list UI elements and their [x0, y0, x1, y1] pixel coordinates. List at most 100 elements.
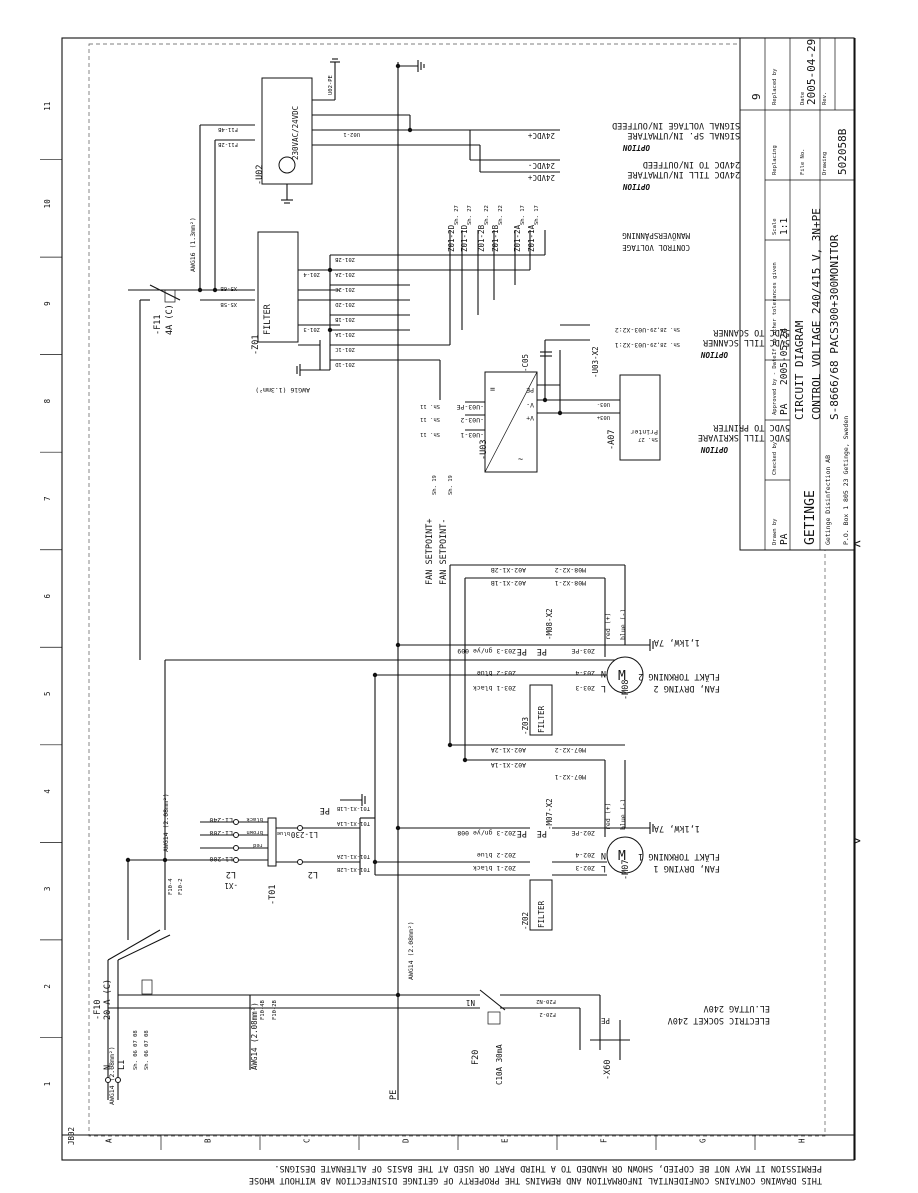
x5-6b: X5-6B	[220, 285, 237, 291]
u03-v-plus: V+	[526, 414, 534, 422]
supply-section: PE AWG14 (2.08mm²) AWG14 (2.08mm²) L1 Sh…	[67, 60, 620, 1145]
z01-1d: Z01-1D	[460, 224, 469, 252]
grid-column-2: 2	[43, 984, 52, 989]
z03-4: Z03-4	[575, 669, 595, 677]
z01-2d: Z01-2D	[447, 224, 456, 252]
sh17-a: Sh. 17	[520, 205, 526, 225]
f10-2b-wire: F10-2B	[272, 999, 278, 1020]
grid-row-C: C	[303, 1138, 312, 1143]
m07-label: -M07	[621, 860, 631, 880]
z01-2c-row: Z01-2C	[335, 286, 355, 292]
u03-x2-label: -U03-X2	[591, 346, 600, 378]
t01-x1-l1a: T01-X1-L1A	[336, 820, 370, 826]
f11-label: -F11	[153, 315, 163, 335]
awg-f11-label: AWG16 (1.3mm²)	[189, 217, 197, 272]
scanner-en: 5VDC TO SCANNER	[712, 327, 790, 337]
m07-x2-2: M07-X2-2	[555, 746, 586, 754]
notice-line-1: THIS DRAWING CONTAINS CONFIDENTIAL INFOR…	[249, 1175, 822, 1185]
grid-column-8: 8	[43, 398, 52, 403]
red-plus-1: red (+)	[604, 803, 612, 830]
u02-power-supply: F11-4B F11-2B U02-1 24VDC+ 24VDC- 24VDC+…	[217, 58, 740, 204]
m08-x2-2: M08-X2-2	[555, 566, 586, 574]
fan1-power: 1,1kW, 7A	[654, 823, 700, 833]
filter-z02: FILTER	[537, 900, 546, 928]
z02-3: Z02-3	[575, 864, 595, 872]
pe-label: PE	[389, 1090, 399, 1100]
n-sheet-ref: Sh. 06 07 08	[144, 1030, 150, 1070]
grid-row-B: B	[204, 1138, 213, 1143]
pe-z03-a: PE	[537, 646, 547, 656]
awg-z01-label: AWG16 (1.3mm²)	[255, 386, 310, 394]
z02-1-black: Z02-1 black	[473, 864, 516, 872]
u03-v-minus: V-	[526, 401, 534, 409]
x60-label: -X60	[603, 1060, 613, 1080]
wire-brown: brown	[246, 829, 263, 835]
sh17-b: Sh. 17	[534, 205, 540, 225]
svg-text:M: M	[618, 669, 626, 684]
fan2-en: FAN, DRYING 2	[653, 683, 720, 693]
sheet-number: 9	[750, 93, 763, 100]
u03-plus: U03+	[596, 414, 610, 420]
grid-row-G: G	[699, 1138, 708, 1143]
z01-2d-row: Z01-2D	[335, 301, 355, 307]
m08-n: N	[601, 668, 606, 678]
fan-m08: M Z03-1 black Z03-2 blue Z03-3 gn/ye 009…	[398, 475, 720, 760]
z02-3-grnye: Z02-3 gn/ye 008	[457, 829, 516, 837]
title-line-3: S-8666/68 PACS300+300MONITOR	[828, 234, 841, 420]
pe-z03-b: PE	[517, 646, 527, 656]
x1-label: -X1	[224, 881, 238, 890]
z01-1b-row: Z01-1B	[334, 316, 355, 322]
svg-text:~: ~	[518, 455, 523, 465]
sh27-b: Sh. 27	[467, 205, 473, 225]
u03-1-wire: -U03-1	[460, 431, 484, 439]
sh19-a: Sh. 19	[432, 475, 438, 495]
z02-pe: Z02-PE	[571, 829, 595, 837]
printer-sv: 5VDC TILL SKRIVARE	[698, 432, 790, 442]
z01-2a: Z01-2A	[513, 224, 522, 252]
x5-5b: X5-5B	[220, 301, 237, 307]
sh11-a: Sh. 11	[420, 403, 440, 409]
grid-row-F: F	[600, 1138, 609, 1143]
z03-label: -Z03	[521, 717, 530, 735]
grid-column-5: 5	[43, 692, 52, 697]
f20-rating: C10A 30mA	[495, 1044, 504, 1085]
z02-label: -Z02	[521, 912, 530, 930]
tolerance-label: If no other tolerances given	[772, 262, 778, 355]
v24-plus-in: 24VDC+	[527, 173, 555, 182]
v24-en: 24VDC TO IN/OUTFEED	[643, 159, 740, 169]
z01-2b-row: Z01-2B	[334, 256, 355, 262]
u03-x2-2: -U03-X2:2	[615, 326, 650, 334]
option-v24: OPTION	[622, 182, 650, 191]
z01-label: -Z01	[251, 335, 261, 355]
grid-column-11: 11	[43, 102, 52, 111]
confidential-notice: THIS DRAWING CONTAINS CONFIDENTIAL INFOR…	[249, 1163, 822, 1185]
m08-label: -M08	[621, 680, 631, 700]
l1-208: L1-208	[209, 829, 233, 837]
drawing-number: 502058B	[836, 128, 849, 175]
date-label: Date	[800, 92, 806, 105]
notice-line-2: PERMISSION IT MAY NOT BE COPIED, SHOWN O…	[274, 1163, 822, 1173]
file-label: File No.	[800, 149, 806, 176]
t01-label: -T01	[268, 885, 278, 905]
awg-in-label: AWG14 (2.08mm²)	[108, 1046, 116, 1105]
l1-sheet-ref: Sh. 06 07 08	[133, 1030, 139, 1070]
m07-x2-1: M07-X2-1	[555, 773, 586, 781]
f20-n2: F20-N2	[536, 998, 556, 1004]
awg-t01-upper: AWG14 (2.08mm²)	[162, 793, 170, 852]
printer-en: 5VDC TO PRINTER	[712, 422, 790, 432]
drawing-label: Drawing	[822, 152, 828, 175]
z01-1a: Z01-1A	[527, 224, 536, 252]
printer-sheet: Sh. 27	[638, 436, 658, 442]
u02-rating: 230VAC/24VDC	[291, 106, 300, 160]
u03-pe-wire: -U03-PE	[457, 403, 484, 411]
fan-setpoint-plus: FAN SETPOINT+	[425, 518, 435, 585]
company-logo-text: GETINGE	[803, 490, 818, 545]
f10-label: -F10	[93, 1000, 103, 1020]
grid-column-1: 1	[43, 1082, 52, 1087]
fan2-power: 1,1kW, 7A	[654, 637, 700, 647]
sh22-a: Sh. 22	[484, 205, 490, 225]
replacing-label: Replacing	[772, 145, 778, 175]
